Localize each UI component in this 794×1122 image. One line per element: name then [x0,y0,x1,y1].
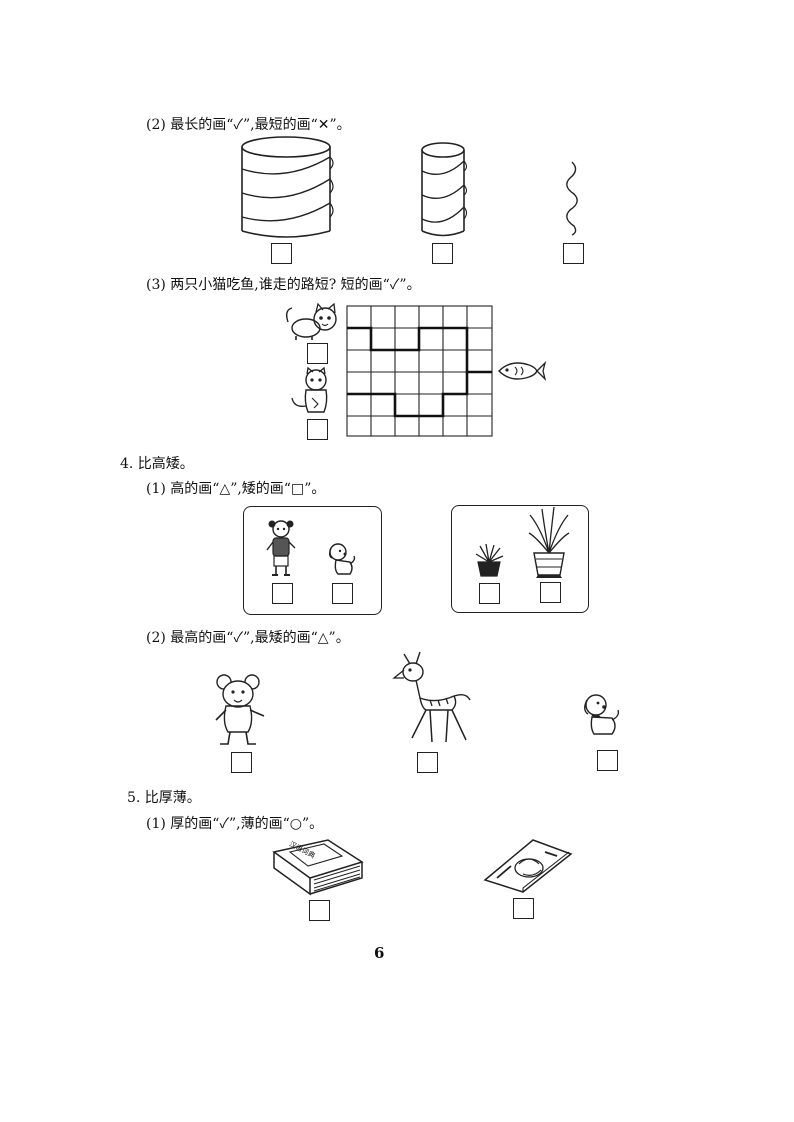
answer-box-cat-bottom[interactable] [307,419,328,440]
answer-box-deer[interactable] [417,752,438,773]
page-number: 6 [374,944,385,962]
answer-box-small-plant[interactable] [479,583,500,604]
bear-icon [215,674,265,745]
answer-box-small-dog[interactable] [332,583,353,604]
answer-box-long-cylinder[interactable] [271,243,292,264]
deer-icon [392,651,471,743]
q4-1-instruction: (1) 高的画“△”,矮的画“□”。 [146,481,326,497]
q4-title: 4. 比高矮。 [120,456,194,472]
q4-2-instruction: (2) 最高的画“✓”,最矮的画“△”。 [146,630,350,646]
frame-plants [451,505,589,613]
tall-plant-icon [528,506,570,578]
answer-box-string[interactable] [563,243,584,264]
answer-box-thick-book[interactable] [309,900,330,921]
thin-book-icon [483,839,573,893]
long-wrapped-cylinder [241,136,334,238]
answer-box-tall-plant[interactable] [540,582,561,603]
q3-2-instruction: (2) 最长的画“✓”,最短的画“✕”。 [146,117,351,133]
cat-top-icon [285,302,337,340]
answer-box-medium-cylinder[interactable] [432,243,453,264]
small-dog-icon [329,543,356,575]
answer-box-cat-top[interactable] [307,343,328,364]
medium-wrapped-cylinder [421,142,468,237]
q5-1-instruction: (1) 厚的画“✓”,薄的画“○”。 [146,816,324,832]
thick-book-icon [272,839,364,896]
wavy-string [566,161,578,236]
fish-icon [498,360,547,382]
path-grid [346,305,493,437]
small-plant-icon [475,543,504,577]
answer-box-thin-book[interactable] [513,898,534,919]
answer-box-child[interactable] [272,583,293,604]
q5-title: 5. 比厚薄。 [127,790,201,806]
answer-box-puppy[interactable] [597,750,618,771]
child-icon [266,520,296,576]
frame-child-dog [243,506,382,615]
answer-box-bear[interactable] [231,752,252,773]
cat-bottom-icon [291,366,328,413]
puppy-icon [584,694,620,735]
q3-3-instruction: (3) 两只小猫吃鱼,谁走的路短? 短的画“✓”。 [146,277,421,293]
